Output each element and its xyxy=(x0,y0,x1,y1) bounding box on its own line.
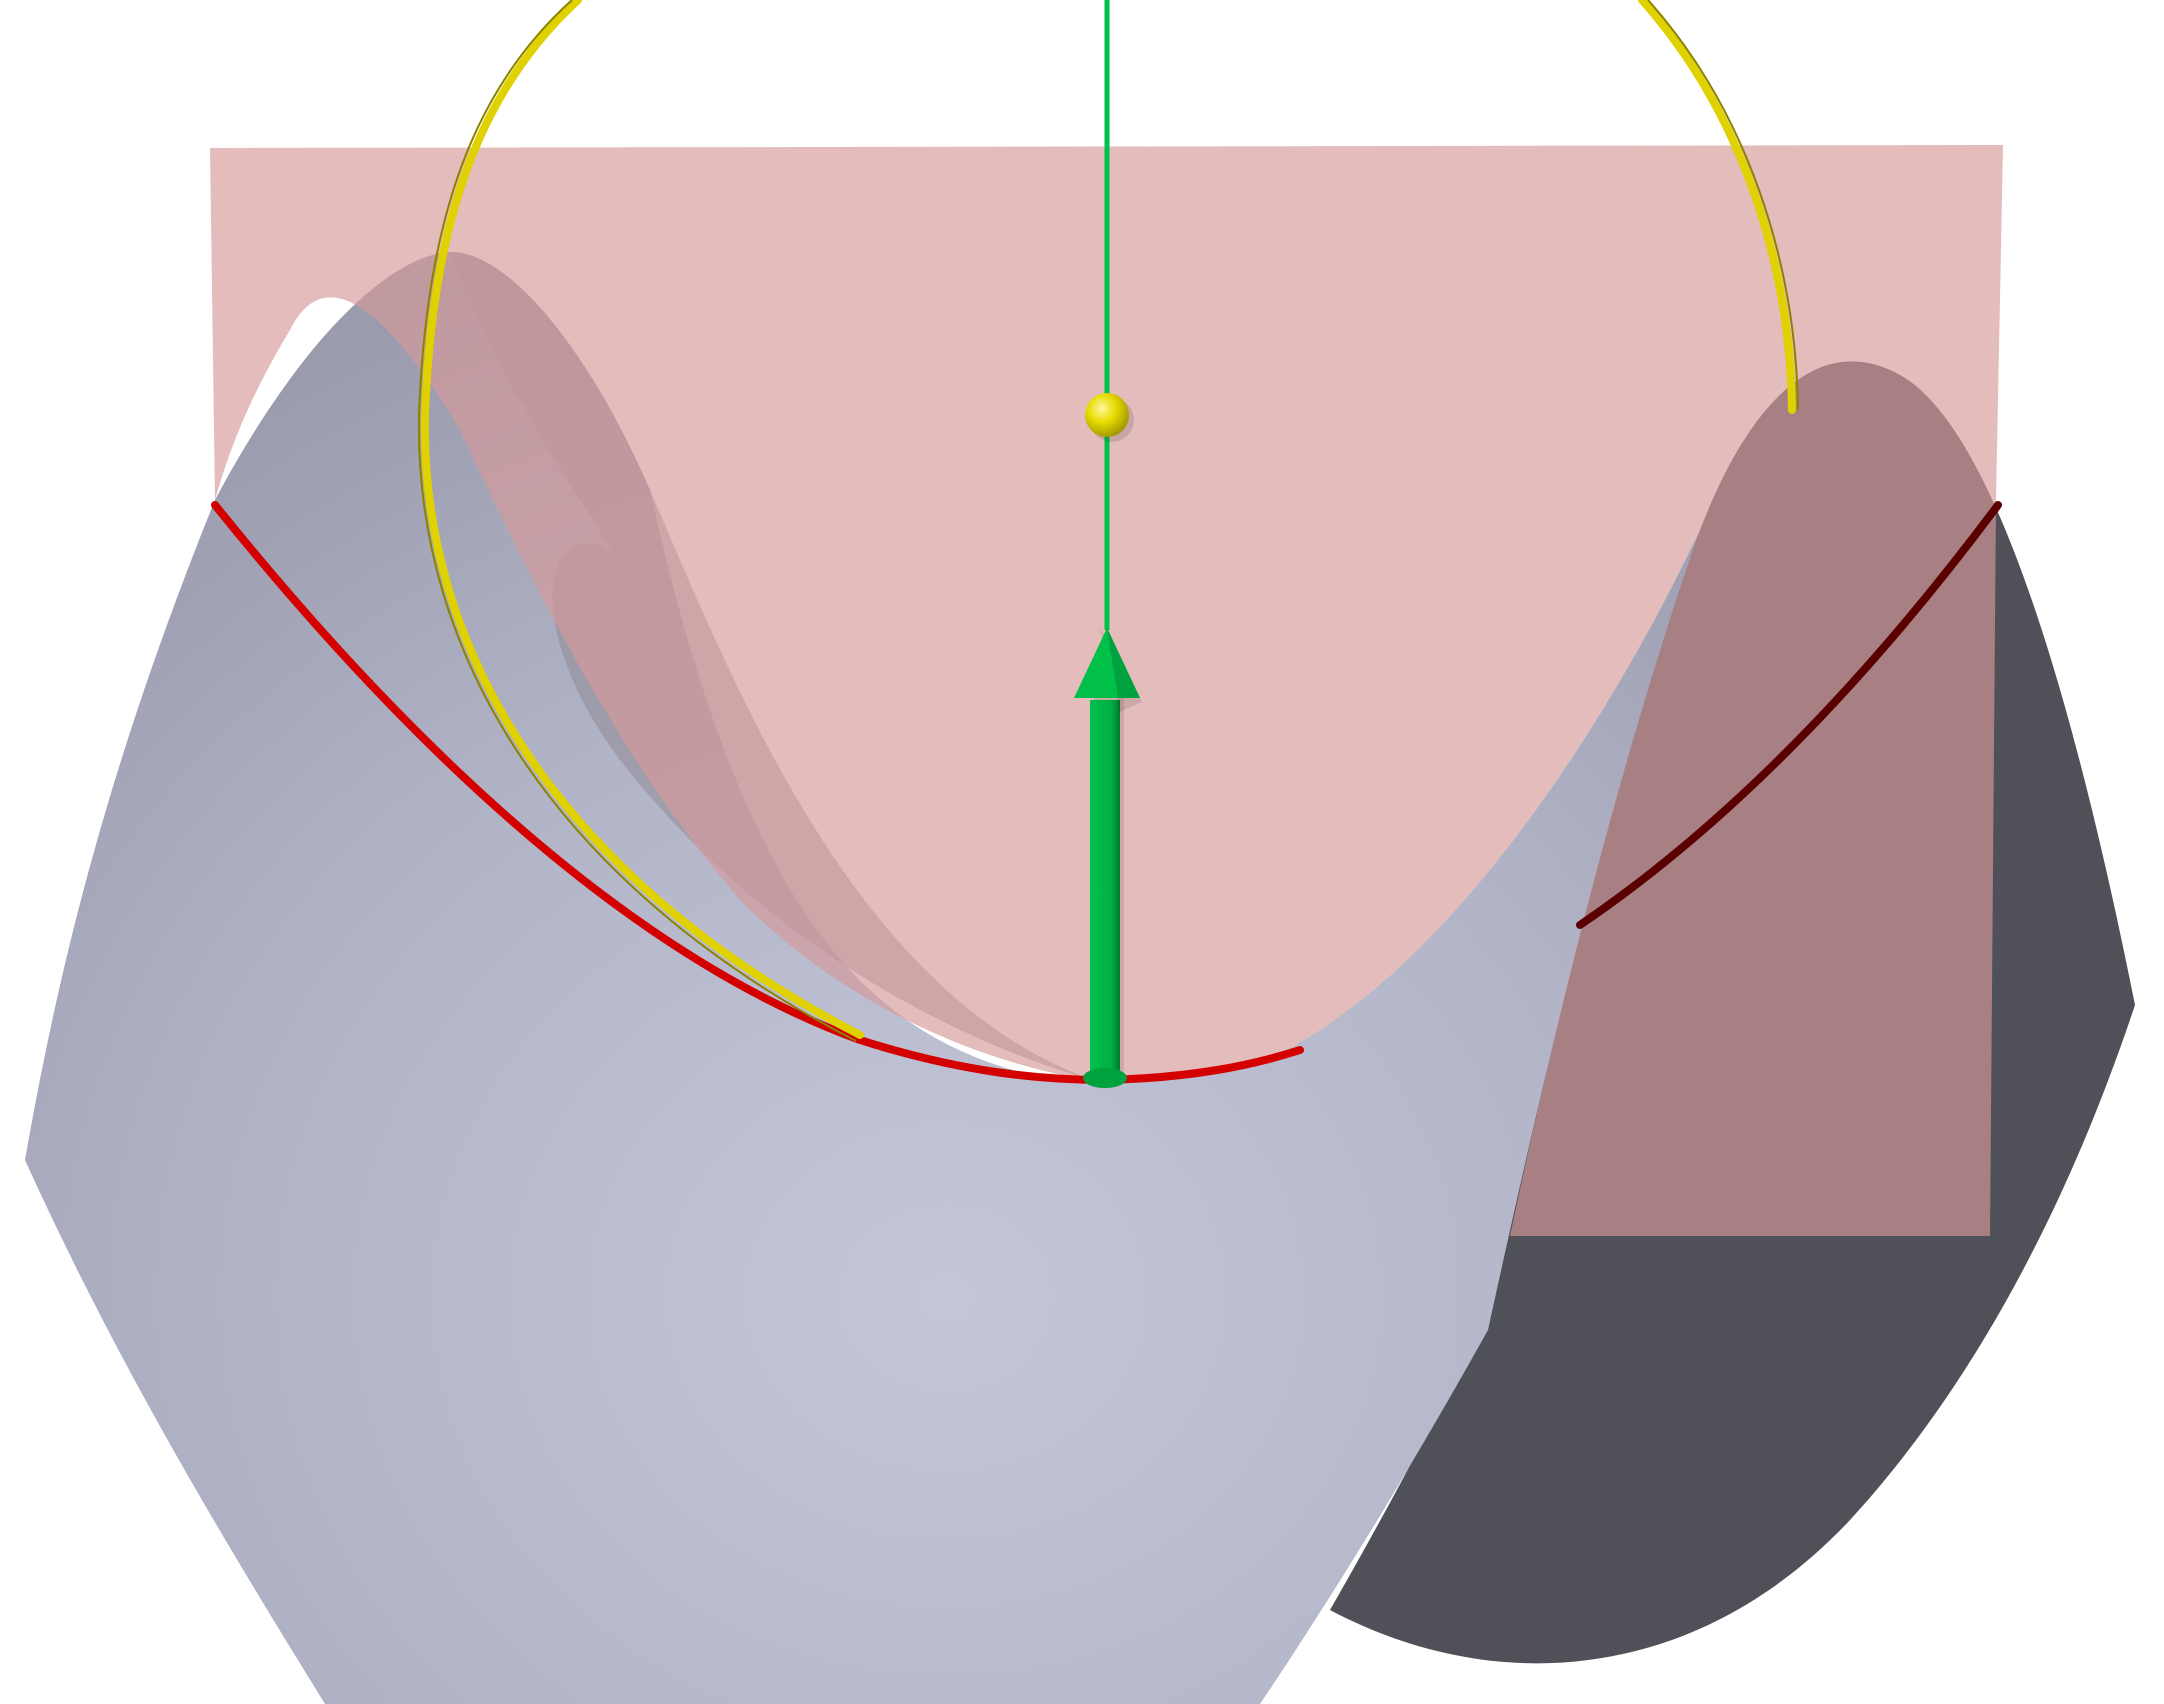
osculating-circle-edge xyxy=(417,0,857,1042)
osculating-circle-right-arc-edge xyxy=(1647,0,1799,411)
normal-vector-arrow-icon xyxy=(1074,628,1142,1088)
center-point-sphere-icon xyxy=(1085,393,1134,442)
osculating-circle xyxy=(420,0,864,1039)
normal-section-curve-behind xyxy=(1576,501,2002,929)
surface-front-sheet xyxy=(25,251,1700,1704)
normal-section-curve xyxy=(211,501,1304,1085)
osculating-circle-right-arc xyxy=(1638,0,1796,414)
